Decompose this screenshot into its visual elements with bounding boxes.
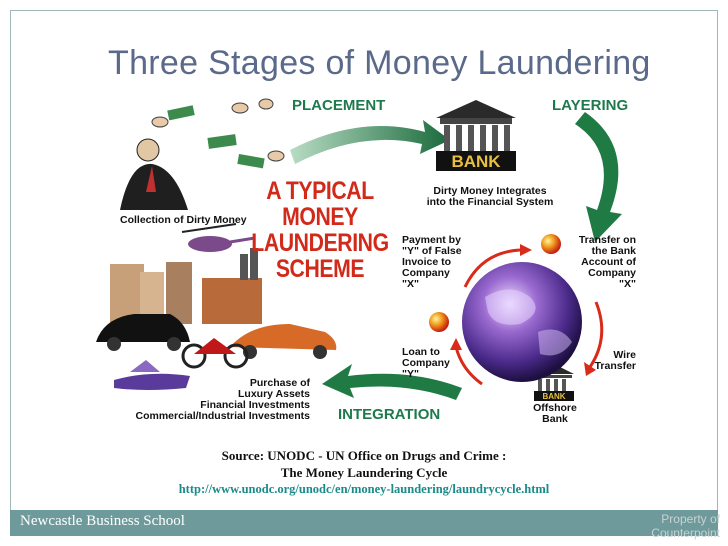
loan-ball-icon xyxy=(429,312,449,332)
transfer-line: the Bank xyxy=(591,245,636,257)
footer-school-name: Newcastle Business School xyxy=(20,513,185,529)
scheme-line: A TYPICAL xyxy=(266,177,374,205)
payment-line: "X" xyxy=(402,278,419,290)
transfer-line: Company xyxy=(588,267,636,279)
cycle-arrowhead xyxy=(520,244,532,256)
helicopter-icon xyxy=(181,223,256,252)
globe-icon xyxy=(462,262,582,382)
payment-line: Company xyxy=(402,267,450,279)
stage-layering-label: LAYERING xyxy=(552,97,629,114)
purchase-line: Purchase of xyxy=(249,377,310,389)
cycle-arrowhead xyxy=(450,338,462,350)
integration-arrow xyxy=(322,364,462,400)
offshore-bank-caption: Offshore Bank xyxy=(532,403,578,425)
svg-text:BANK: BANK xyxy=(451,152,501,171)
dirty-money-line: Dirty Money Integrates xyxy=(433,185,547,197)
dirty-money-line: into the Financial System xyxy=(426,196,554,208)
offshore-line: Offshore xyxy=(533,402,577,414)
transfer-ball-icon xyxy=(541,234,561,254)
dirty-money-caption: Dirty Money Integrates into the Financia… xyxy=(420,186,560,208)
footer-bar: Newcastle Business School xyxy=(10,510,718,536)
luxury-cars-icon xyxy=(96,314,337,359)
payment-line: Payment by xyxy=(402,234,461,246)
slide-title: Three Stages of Money Laundering xyxy=(108,44,651,82)
purchase-caption: Purchase of Luxury Assets Financial Inve… xyxy=(110,378,310,422)
loan-caption: Loan to Company "Y" xyxy=(402,347,450,380)
source-line-1: Source: UNODC - UN Office on Drugs and C… xyxy=(221,448,507,463)
loan-line: Company xyxy=(402,357,450,369)
wire-line: Transfer xyxy=(594,360,636,372)
purchase-line: Commercial/Industrial Investments xyxy=(135,410,310,422)
offshore-line: Bank xyxy=(542,413,568,425)
payment-caption: Payment by "Y" of False Invoice to Compa… xyxy=(402,235,462,290)
collection-caption: Collection of Dirty Money xyxy=(120,214,247,226)
svg-text:BANK: BANK xyxy=(542,392,565,401)
scheme-line: MONEY xyxy=(282,203,358,231)
cycle-arrows xyxy=(454,248,604,386)
source-line-2: The Money Laundering Cycle xyxy=(280,465,448,480)
scheme-line: LAUNDERING xyxy=(251,229,389,257)
payment-line: "Y" of False xyxy=(402,245,462,257)
bank-building-icon: BANK xyxy=(436,100,516,171)
layering-arrow xyxy=(575,112,622,242)
transfer-line: "X" xyxy=(619,278,636,290)
scheme-heading: A TYPICAL MONEY LAUNDERING SCHEME xyxy=(248,178,393,282)
laundering-cycle-diagram: BANK BANK xyxy=(96,98,622,401)
payment-line: Invoice to xyxy=(402,256,452,268)
loan-line: Loan to xyxy=(402,346,440,358)
transfer-line: Transfer on xyxy=(578,234,636,246)
watermark-line: Counterpoint xyxy=(651,526,720,540)
transfer-line: Account of xyxy=(581,256,636,268)
placement-arrow xyxy=(290,120,450,164)
scheme-line: SCHEME xyxy=(275,255,365,283)
stage-placement-label: PLACEMENT xyxy=(292,97,386,114)
office-buildings-icon xyxy=(110,248,262,324)
watermark-line: Property of xyxy=(661,512,720,526)
wire-transfer-caption: Wire Transfer xyxy=(586,350,636,372)
purchase-line: Financial Investments xyxy=(200,399,310,411)
money-hands-icon xyxy=(151,98,285,169)
motorbike-icon xyxy=(181,338,249,369)
loan-line: "Y" xyxy=(402,368,419,380)
wire-line: Wire xyxy=(613,349,636,361)
stage-integration-label: INTEGRATION xyxy=(338,406,441,423)
transfer-caption: Transfer on the Bank Account of Company … xyxy=(562,235,636,290)
source-url-link[interactable]: http://www.unodc.org/unodc/en/money-laun… xyxy=(178,482,550,496)
purchase-line: Luxury Assets xyxy=(238,388,310,400)
jet-ski-icon xyxy=(114,360,190,390)
money-collector-figure xyxy=(120,138,188,210)
cycle-arrowhead xyxy=(584,362,596,376)
watermark: Property of Counterpoint xyxy=(651,512,720,540)
